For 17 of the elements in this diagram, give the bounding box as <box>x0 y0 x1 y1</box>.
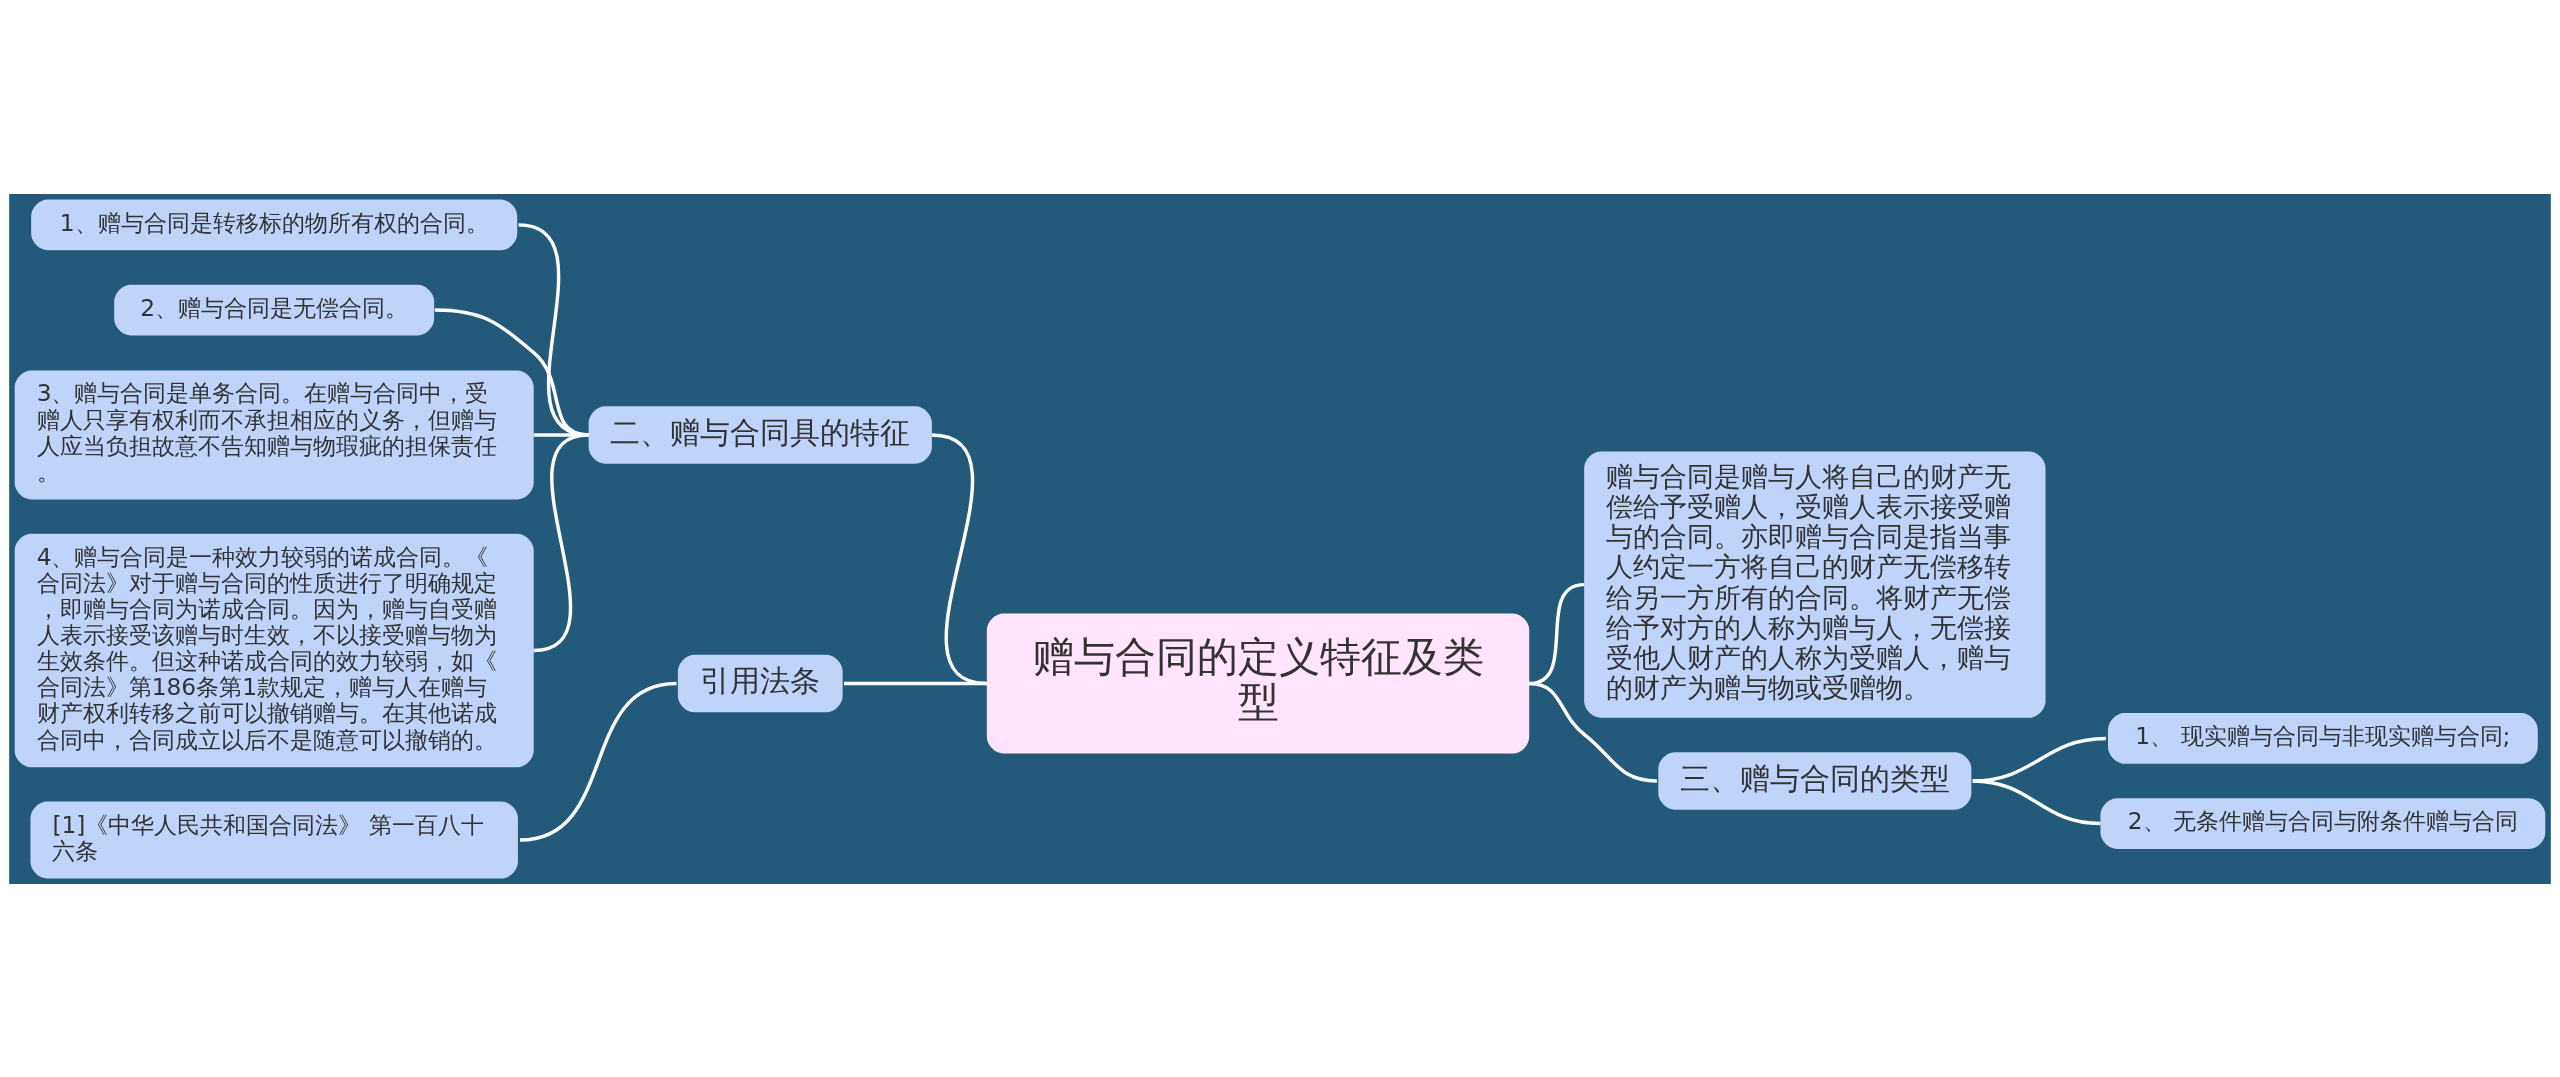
node-box: 4、赠与合同是一种效力较弱的诺成合同。《合同法》对于赠与合同的性质进行了明确规定，即赠与合同为诺成合同。因为，赠与自受赠人表示接受该赠与时生效，不以接受赠与物为生效条件。但这种诺成合同的效力较弱，如《合同法》第186条第1款规定，赠与人在赠与财产权利转移之前可以撤销赠与。在其他诺成合同中，合同成立以后不是随意可以撤销的。 <box>14 533 534 767</box>
connector <box>844 681 987 685</box>
node-box: 2、赠与合同是无偿合同。 <box>114 284 435 335</box>
connector <box>1529 681 1657 783</box>
node-box: 1、赠与合同是转移标的物所有权的合同。 <box>31 199 518 250</box>
node-box: 2、 无条件赠与合同与附条件赠与合同 <box>2100 797 2546 849</box>
node-box: 赠与合同是赠与人将自己的财产无偿给予受赠人，受赠人表示接受赠与的合同。亦即赠与合同是指当事人约定一方将自己的财产无偿移转给另一方所有的合同。将财产无偿给予对方的人称为赠与人，无偿接受他人财产的人称为受赠人，赠与的财产为赠与物或受赠物。 <box>1584 450 2046 718</box>
connector <box>533 432 589 652</box>
node-box: 3、赠与合同是单务合同。在赠与合同中，受赠人只享有权利而不承担相应的义务，但赠与人应当负担故意不告知赠与物瑕疵的担保责任。 <box>14 369 534 499</box>
connector <box>1972 778 2101 825</box>
node-box: 引用法条 <box>677 654 843 712</box>
node-box: [1]《中华人民共和国合同法》 第一百八十六条 <box>30 801 518 878</box>
node-box: 二、赠与合同具的特征 <box>588 405 932 464</box>
node-box: 赠与合同的定义特征及类型 <box>986 613 1530 754</box>
connector <box>519 681 677 842</box>
node-box: 1、 现实赠与合同与非现实赠与合同; <box>2108 712 2538 764</box>
node-box: 三、赠与合同的类型 <box>1658 751 1972 810</box>
